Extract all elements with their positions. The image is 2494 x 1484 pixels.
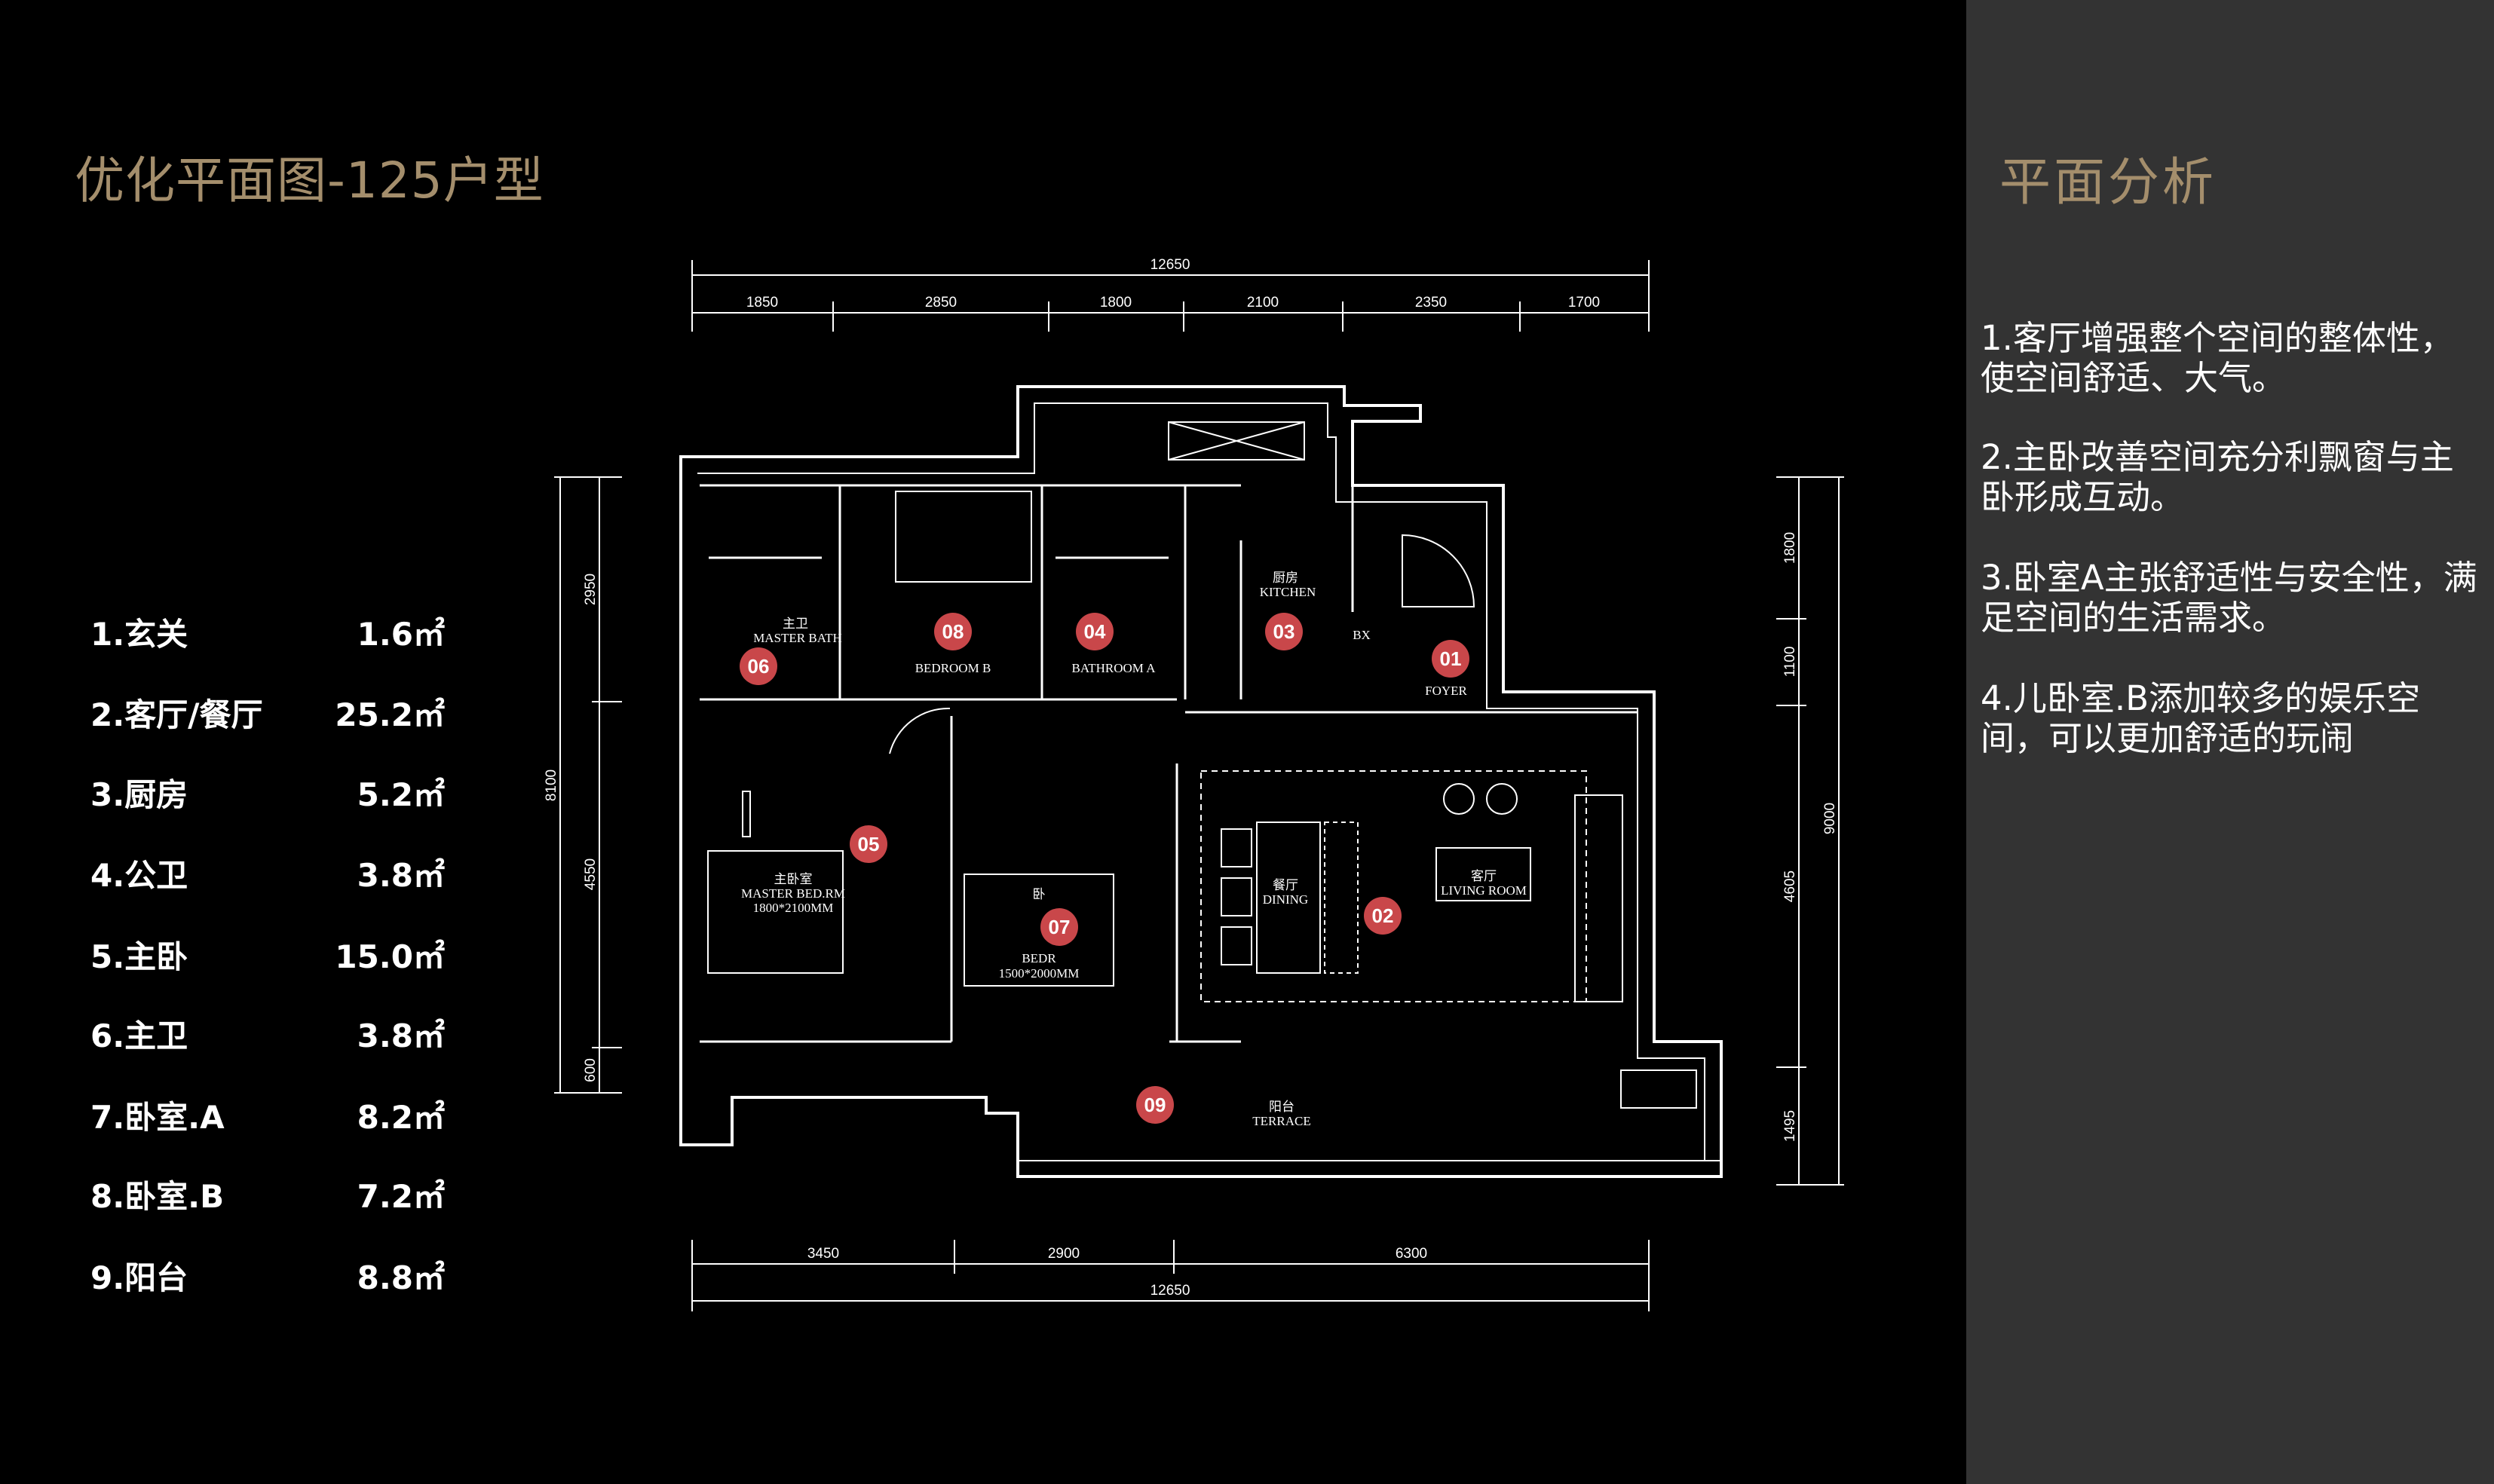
area-row-terrace: 9.阳台 8.8㎡ [90,1253,445,1298]
walls [679,385,1723,1178]
analysis-point-1: 1.客厅增强整个空间的整体性，使空间舒适、大气。 [1981,318,2454,398]
svg-text:02: 02 [1372,904,1394,927]
page-title: 优化平面图-125户型 [75,151,544,210]
marker-05: 05 [850,825,887,863]
analysis-title: 平面分析 [1999,153,2217,213]
area-label: 7.卧室.A [90,1099,225,1136]
room-bx: BX [1353,628,1371,642]
marker-01: 01 [1432,640,1469,678]
dim-right-total: 9000 [1822,803,1838,834]
dim-top-total: 12650 [1150,257,1190,273]
area-row-bed-b: 8.卧室.B 7.2㎡ [90,1171,445,1216]
room-bed-a-size: 1500*2000MM [999,966,1080,981]
svg-text:06: 06 [748,655,770,678]
room-master-bed-en: MASTER BED.RM [741,886,845,901]
dim-bottom-2: 2900 [1048,1246,1080,1262]
room-dining-en: DINING [1263,892,1308,907]
area-value: 15.0㎡ [335,938,445,975]
dim-top-3: 1800 [1100,295,1132,311]
area-value: 3.8㎡ [357,1017,445,1054]
room-kitchen-cn: 厨房 [1273,571,1298,585]
dim-left-3: 600 [583,1058,599,1082]
dim-top-1: 1850 [746,295,778,311]
dim-bottom-total: 12650 [1150,1283,1190,1299]
room-master-bath-en: MASTER BATH [753,631,842,645]
area-row-bed-a: 7.卧室.A 8.2㎡ [90,1092,445,1137]
svg-text:09: 09 [1144,1094,1166,1116]
svg-text:03: 03 [1273,620,1295,643]
dim-right-3: 4605 [1782,871,1798,902]
dim-right-1: 1800 [1782,532,1798,564]
room-markers: 01 02 03 04 05 06 07 08 09 [740,613,1469,1124]
marker-08: 08 [934,613,972,650]
dim-top-4: 2100 [1247,295,1279,311]
area-value: 3.8㎡ [357,857,445,894]
marker-03: 03 [1265,613,1303,650]
area-label: 1.玄关 [90,616,188,653]
dimension-lines [554,260,1844,1311]
svg-text:04: 04 [1084,620,1106,643]
area-row-foyer: 1.玄关 1.6㎡ [90,609,445,654]
area-row-master-bath: 6.主卫 3.8㎡ [90,1011,445,1056]
area-value: 7.2㎡ [357,1178,445,1215]
marker-06: 06 [740,647,777,685]
dim-left-2: 4550 [583,858,599,890]
room-bed-b-en: BEDROOM B [915,661,991,675]
analysis-panel: 平面分析 1.客厅增强整个空间的整体性，使空间舒适、大气。 2.主卧改善空间充分… [1966,0,2494,1484]
area-value: 8.8㎡ [357,1259,445,1296]
room-terrace-en: TERRACE [1252,1114,1310,1128]
dim-bottom-3: 6300 [1396,1246,1427,1262]
room-living-en: LIVING ROOM [1441,883,1527,898]
area-value: 1.6㎡ [357,616,445,653]
area-row-living: 2.客厅/餐厅 25.2㎡ [90,690,445,735]
room-living-cn: 客厅 [1471,869,1497,883]
area-label: 3.厨房 [90,776,188,813]
analysis-point-3: 3.卧室A主张舒适性与安全性，满足空间的生活需求。 [1981,558,2477,638]
dim-left-1: 2950 [583,574,599,605]
area-row-master-bed: 5.主卧 15.0㎡ [90,932,445,977]
area-value: 25.2㎡ [335,696,445,733]
room-master-bed-size: 1800*2100MM [753,901,834,915]
area-value: 5.2㎡ [357,776,445,813]
room-bed-a-en: BEDR [1022,951,1056,965]
room-bed-a-cn: 卧 [1033,887,1046,901]
marker-02: 02 [1364,897,1402,935]
area-label: 9.阳台 [90,1259,188,1296]
area-label: 8.卧室.B [90,1178,225,1215]
dim-top-2: 2850 [925,295,957,311]
room-bath-a-en: BATHROOM A [1072,661,1157,675]
room-kitchen-en: KITCHEN [1260,585,1316,599]
dim-right-4: 1495 [1782,1110,1798,1142]
area-label: 2.客厅/餐厅 [90,696,263,733]
dim-top-6: 1700 [1568,295,1600,311]
marker-04: 04 [1076,613,1114,650]
area-value: 8.2㎡ [357,1099,445,1136]
room-labels: 主卫 MASTER BATH 厨房 KITCHEN FOYER BX 餐厅 DI… [741,571,1527,1128]
marker-07: 07 [1040,908,1078,946]
dim-bottom-1: 3450 [807,1246,839,1262]
room-dining-cn: 餐厅 [1273,878,1298,892]
room-master-bed-cn: 主卧室 [774,872,813,886]
svg-text:08: 08 [942,620,964,643]
marker-09: 09 [1136,1086,1174,1124]
area-row-bath: 4.公卫 3.8㎡ [90,850,445,895]
area-row-kitchen: 3.厨房 5.2㎡ [90,770,445,815]
svg-text:05: 05 [858,833,880,855]
svg-text:01: 01 [1440,647,1462,670]
analysis-point-2: 2.主卧改善空间充分利飘窗与主卧形成互动。 [1981,437,2454,517]
furniture [707,421,1721,1161]
dimension-labels: 12650 1850 2850 1800 2100 2350 1700 3450… [544,257,1838,1299]
dim-top-5: 2350 [1415,295,1447,311]
dim-right-2: 1100 [1782,647,1798,678]
area-label: 5.主卧 [90,938,188,975]
room-terrace-cn: 阳台 [1269,1100,1294,1114]
area-label: 4.公卫 [90,857,188,894]
analysis-point-4: 4.儿卧室.B添加较多的娱乐空间，可以更加舒适的玩闹 [1981,678,2421,758]
area-label: 6.主卫 [90,1017,188,1054]
svg-text:07: 07 [1049,916,1071,938]
dim-left-total: 8100 [544,770,559,801]
room-foyer-en: FOYER [1425,684,1467,698]
room-master-bath-cn: 主卫 [783,617,808,631]
